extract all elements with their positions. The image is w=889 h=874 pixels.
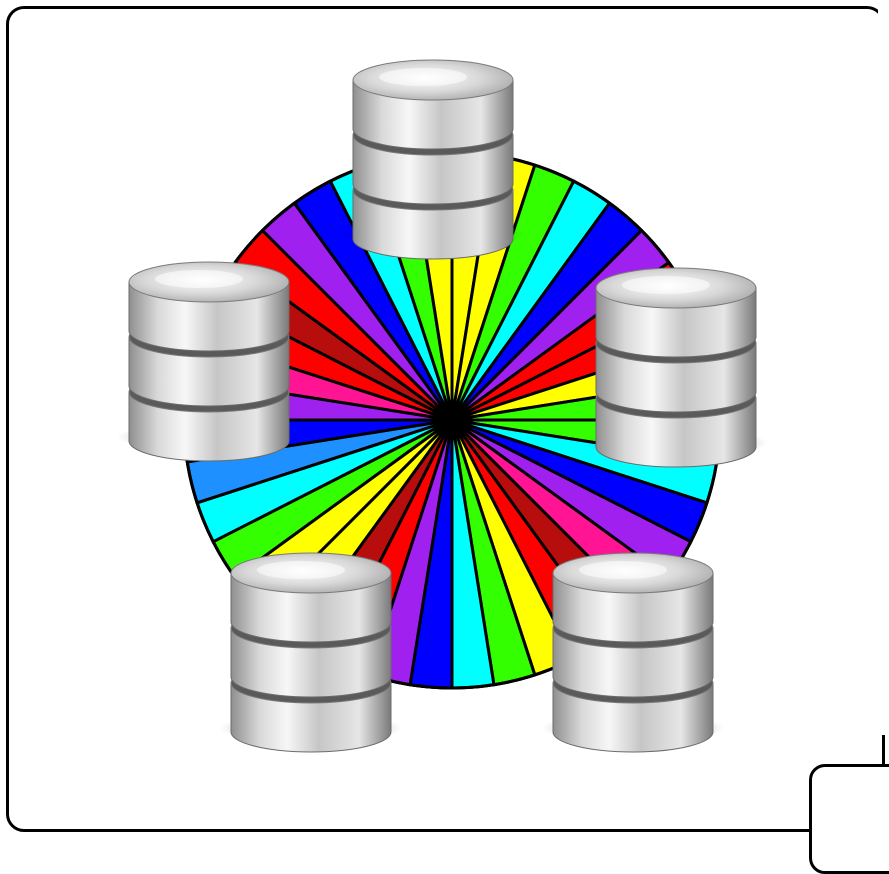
database-icon	[541, 553, 725, 752]
database-icon	[117, 262, 301, 461]
illustration	[0, 0, 889, 839]
database-icon	[219, 553, 403, 752]
database-icon	[584, 268, 768, 467]
database-icon	[341, 60, 525, 259]
